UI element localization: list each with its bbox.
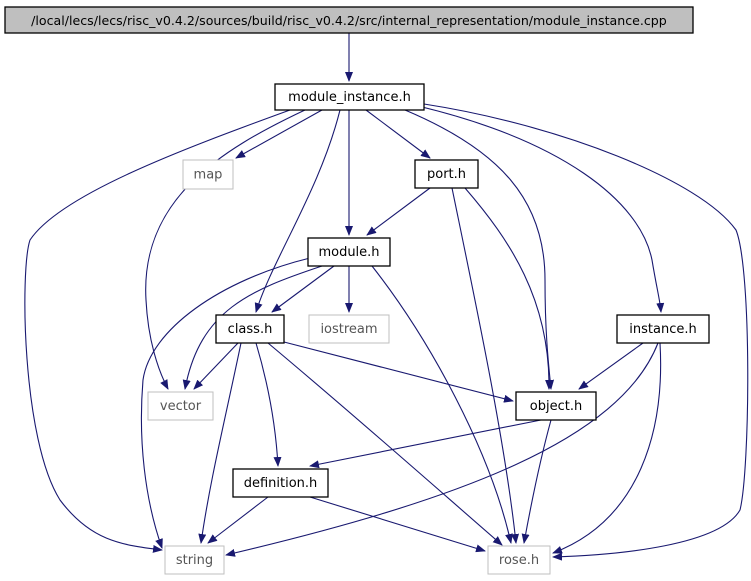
node-class-h[interactable]: class.h xyxy=(215,314,285,344)
edge-class-h-to-definition-h xyxy=(255,342,282,467)
edge-module-instance-h-to-port-h xyxy=(365,109,431,159)
edge-port-h-to-object-h xyxy=(464,187,554,390)
edge-module-instance-h-to-instance-h xyxy=(417,105,665,313)
node-label: iostream xyxy=(320,322,377,337)
node-label: /local/lecs/lecs/risc_v0.4.2/sources/bui… xyxy=(31,13,667,28)
node-label: string xyxy=(176,553,213,568)
node-label: vector xyxy=(160,399,202,414)
node-module-instance-cpp[interactable]: /local/lecs/lecs/risc_v0.4.2/sources/bui… xyxy=(4,6,694,34)
edge-class-h-to-rose-h xyxy=(267,342,503,546)
node-port-h[interactable]: port.h xyxy=(414,159,479,189)
node-rose-h: rose.h xyxy=(487,545,551,575)
edge-module-instance-h-to-rose-h xyxy=(423,103,749,561)
node-box xyxy=(232,468,329,498)
edge-instance-h-to-string xyxy=(225,342,659,557)
edge-object-h-to-rose-h xyxy=(521,419,552,544)
node-module-h[interactable]: module.h xyxy=(307,237,391,267)
node-label: object.h xyxy=(530,399,582,414)
node-box xyxy=(4,6,694,34)
node-vector: vector xyxy=(147,391,214,421)
edges-layer xyxy=(24,33,749,561)
node-label: module_instance.h xyxy=(288,90,411,105)
node-definition-h[interactable]: definition.h xyxy=(232,468,329,498)
edge-definition-h-to-string xyxy=(207,496,269,544)
edge-class-h-to-object-h xyxy=(283,341,514,403)
nodes-layer: /local/lecs/lecs/risc_v0.4.2/sources/bui… xyxy=(4,6,710,575)
node-label: instance.h xyxy=(629,322,696,337)
node-box xyxy=(307,237,391,267)
edge-class-h-to-vector xyxy=(193,342,239,390)
node-label: rose.h xyxy=(499,553,539,568)
node-instance-h[interactable]: instance.h xyxy=(616,314,710,344)
edge-instance-h-to-object-h xyxy=(578,342,644,390)
node-label: module.h xyxy=(318,245,379,260)
edge-module-h-to-rose-h xyxy=(371,265,513,544)
node-box xyxy=(215,314,285,344)
node-box xyxy=(274,83,425,111)
node-label: class.h xyxy=(228,322,273,337)
edge-instance-h-to-rose-h xyxy=(552,342,662,554)
node-box xyxy=(308,314,390,344)
edge-module-instance-h-to-string xyxy=(24,109,291,553)
edge-module-h-to-vector xyxy=(182,265,323,390)
edge-module-instance-h-to-vector xyxy=(145,109,306,390)
node-box xyxy=(616,314,710,344)
edge-port-h-to-rose-h xyxy=(451,187,520,544)
edge-port-h-to-module-h xyxy=(366,187,431,236)
node-box xyxy=(414,159,479,189)
node-box xyxy=(515,391,597,421)
node-box xyxy=(147,391,214,421)
node-object-h[interactable]: object.h xyxy=(515,391,597,421)
edge-module-h-to-class-h xyxy=(271,265,335,313)
node-label: map xyxy=(194,168,223,183)
node-iostream: iostream xyxy=(308,314,390,344)
edge-object-h-to-definition-h xyxy=(309,419,542,469)
edge-definition-h-to-rose-h xyxy=(309,496,486,553)
edge-class-h-to-string xyxy=(198,342,242,544)
node-module-instance-h[interactable]: module_instance.h xyxy=(274,83,425,111)
node-box xyxy=(182,159,234,190)
node-label: port.h xyxy=(427,167,466,182)
node-map: map xyxy=(182,159,234,190)
edge-module-instance-h-to-class-h xyxy=(254,109,341,313)
node-box xyxy=(164,545,225,575)
node-label: definition.h xyxy=(244,476,318,491)
node-string: string xyxy=(164,545,225,575)
node-box xyxy=(487,545,551,575)
edge-module-h-to-string xyxy=(140,257,311,549)
edge-module-instance-h-to-map xyxy=(235,109,323,159)
